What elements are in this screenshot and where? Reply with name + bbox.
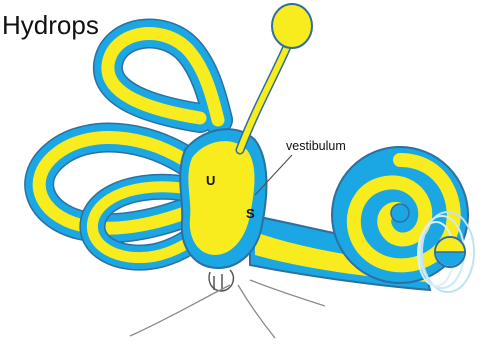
- cochlea-cross-section: [435, 237, 465, 267]
- vestibule: [180, 129, 266, 268]
- endolymphatic-sac: [272, 4, 312, 48]
- label-utricle: U: [206, 173, 215, 188]
- label-saccule: S: [246, 206, 255, 221]
- stapes-footplate: [209, 270, 233, 291]
- endolymphatic-duct: [240, 40, 290, 150]
- label-vestibulum: vestibulum: [286, 139, 346, 153]
- anterior-semicircular-canal: [108, 33, 218, 120]
- diagram-title: Hydrops: [2, 10, 99, 40]
